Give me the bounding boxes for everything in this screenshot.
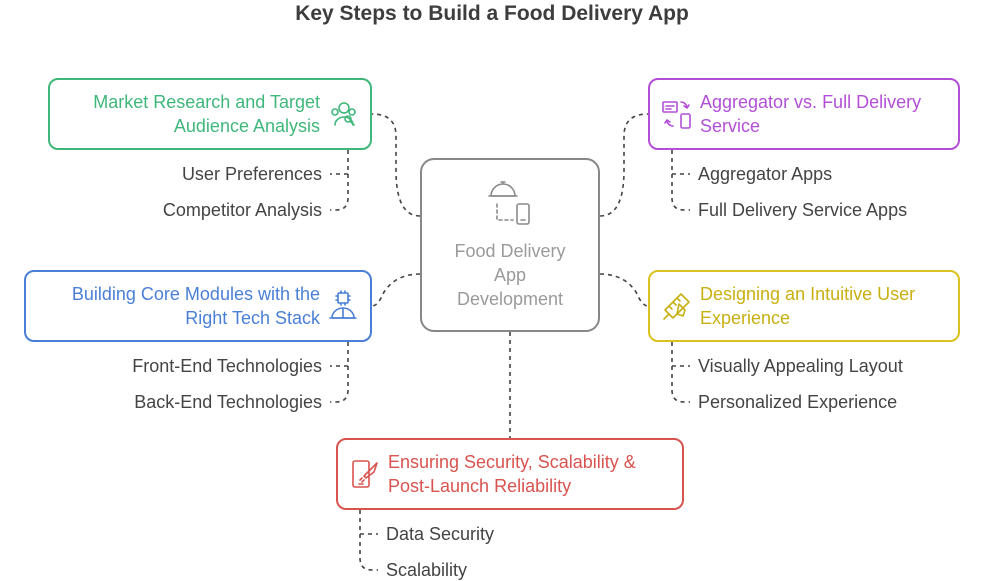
sub-scalability: Scalability: [386, 560, 468, 580]
connector-aggregator-subs: [671, 150, 690, 211]
step-market-research[interactable]: Market Research and Target Audience Anal…: [48, 78, 372, 150]
design-pencil-icon: [660, 290, 694, 322]
step-core-modules[interactable]: Building Core Modules with the Right Tec…: [24, 270, 372, 342]
sub-back-end: Back-End Technologies: [134, 392, 322, 412]
diagram-title: Key Steps to Build a Food Delivery App: [295, 2, 689, 25]
connector-aggregator: [599, 113, 649, 217]
sub-personalized: Personalized Experience: [698, 392, 898, 412]
sub-user-preferences: User Preferences: [181, 164, 322, 184]
step-market-title: Market Research and Target Audience Anal…: [93, 92, 320, 136]
connector-market: [371, 113, 421, 217]
center-node[interactable]: Food Delivery App Development: [420, 158, 600, 332]
step-modules-title: Building Core Modules with the Right Tec…: [71, 284, 320, 328]
food-delivery-icon: [487, 180, 533, 235]
step-security-title: Ensuring Security, Scalability & Post-La…: [388, 452, 636, 496]
sub-visual-layout: Visually Appealing Layout: [698, 356, 903, 376]
step-aggregator[interactable]: Aggregator vs. Full Delivery Service: [648, 78, 960, 150]
step-security[interactable]: Ensuring Security, Scalability & Post-La…: [336, 438, 684, 510]
sub-front-end: Front-End Technologies: [132, 356, 322, 376]
sub-full-delivery-apps: Full Delivery Service Apps: [698, 200, 908, 220]
chip-helmet-icon: [326, 290, 360, 322]
connector-security-subs: [359, 510, 378, 571]
connector-modules: [371, 273, 421, 307]
center-label: Food Delivery App Development: [454, 240, 566, 309]
sub-data-security: Data Security: [386, 524, 495, 544]
step-ux-title: Designing an Intuitive User Experience: [700, 284, 916, 328]
sub-competitor-analysis: Competitor Analysis: [162, 200, 322, 220]
connector-market-subs: [330, 150, 349, 211]
connector-ux-subs: [671, 342, 690, 403]
connector-modules-subs: [330, 342, 349, 403]
audience-icon: [326, 99, 360, 129]
sub-aggregator-apps: Aggregator Apps: [698, 164, 833, 184]
devices-sync-icon: [660, 98, 694, 130]
step-aggregator-title: Aggregator vs. Full Delivery Service: [700, 92, 922, 136]
phone-rocket-icon: [348, 458, 382, 490]
connector-ux: [599, 273, 649, 307]
step-user-experience[interactable]: Designing an Intuitive User Experience: [648, 270, 960, 342]
